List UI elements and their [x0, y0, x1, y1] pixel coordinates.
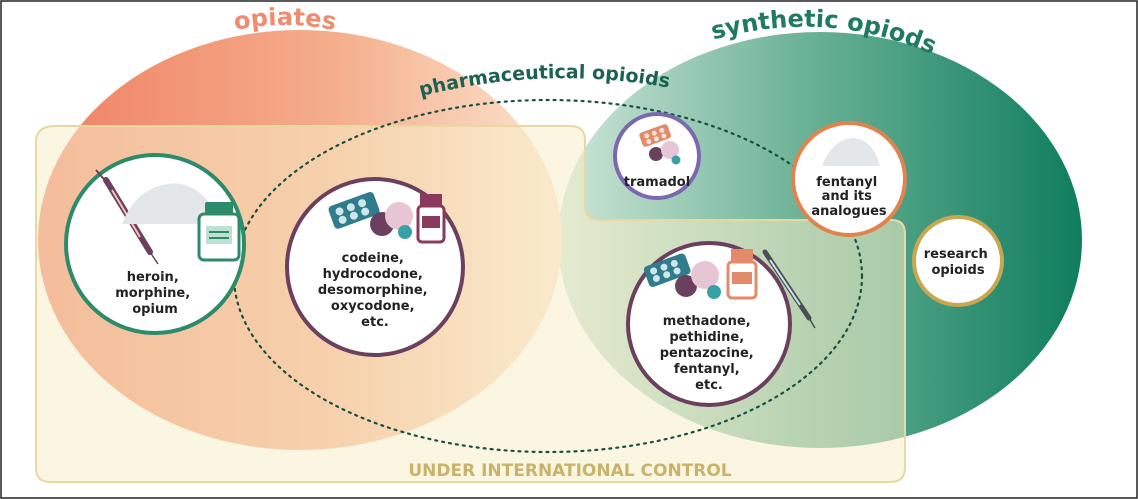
- blister-pack-icon: [328, 191, 380, 229]
- fentanyl-analogues-group: fentanyl and its analogues: [791, 121, 907, 237]
- pill-icon: [649, 147, 663, 161]
- codeine-group: codeine, hydrocodone, desomorphine, oxyc…: [285, 177, 465, 357]
- capsule-icon: [398, 225, 412, 239]
- tablet-icon: [691, 261, 719, 289]
- bottle-icon: [726, 249, 758, 300]
- fentanyl-analogues-circle: [791, 121, 907, 237]
- vial-icon: [197, 202, 241, 262]
- powder-icon: [822, 138, 880, 166]
- methadone-text: methadone, pethidine, pentazocine, fenta…: [660, 314, 759, 393]
- heroin-text: heroin, morphine, opium: [115, 270, 194, 317]
- blister-pack-icon: [639, 124, 671, 147]
- pill-icon: [675, 275, 697, 297]
- codeine-text: codeine, hydrocodone, desomorphine, oxyc…: [318, 251, 432, 330]
- blister-pack-icon: [643, 253, 691, 287]
- methadone-group: methadone, pethidine, pentazocine, fenta…: [626, 241, 816, 407]
- powder-icon: [122, 183, 220, 224]
- tablet-icon: [385, 202, 413, 230]
- research-opioids-group: research opioids: [912, 215, 1004, 307]
- syringe-icon: [762, 249, 816, 329]
- capsule-icon: [671, 155, 681, 165]
- heroin-group: heroin, morphine, opium: [64, 153, 246, 335]
- international-control-label: UNDER INTERNATIONAL CONTROL: [408, 461, 731, 481]
- tablet-icon: [661, 141, 679, 159]
- research-opioids-text: research opioids: [924, 247, 992, 278]
- fentanyl-analogues-text: fentanyl and its analogues: [811, 175, 887, 219]
- capsule-icon: [707, 285, 721, 299]
- tramadol-text: tramadol: [624, 175, 690, 190]
- tramadol-group: tramadol: [613, 112, 701, 200]
- research-opioids-circle: [912, 215, 1004, 307]
- bottle-icon: [416, 194, 446, 244]
